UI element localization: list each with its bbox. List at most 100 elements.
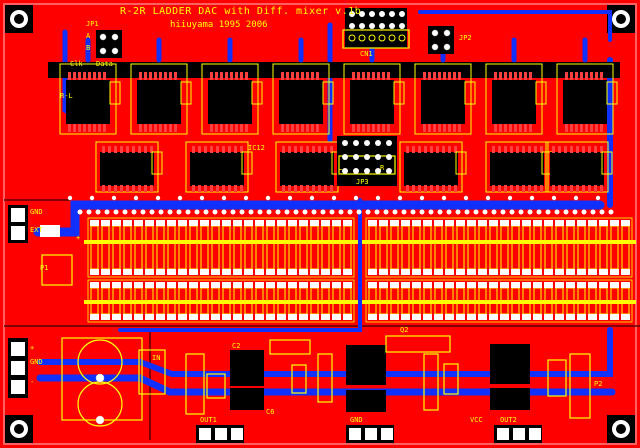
label-a: A [86,32,91,40]
decoupling-cap [455,151,467,175]
via [581,209,587,215]
via [257,209,263,215]
via [599,209,605,215]
silkscreen-text: R-2R LADDER DAC with Diff. mixer v.1b hi… [30,6,602,424]
via [149,209,155,215]
header-cn1 [342,8,410,49]
ic-top-outline [556,63,614,135]
jp3-pin [375,168,381,174]
r2r-resistor-ladder [84,217,636,323]
via [194,209,200,215]
resistor-bank-outline [87,217,355,278]
jp3-pin [364,140,370,146]
via [185,209,191,215]
via [590,209,596,215]
via [111,195,117,201]
connector-ext [8,205,73,286]
ic-top-body [137,80,181,124]
via [527,209,533,215]
label-b: B [86,44,90,52]
via [95,209,101,215]
via [284,209,290,215]
via [437,209,443,215]
via [545,209,551,215]
ic-mid-body [100,152,154,186]
header-jp2 [428,26,454,54]
cn1-pin [389,23,395,29]
output-pad [497,428,509,440]
via [133,195,139,201]
cn1-pin [359,11,365,17]
via [293,209,299,215]
decoupling-cap [464,81,476,105]
via [353,195,359,201]
analog-section [185,335,591,419]
ic-top-outline [272,63,330,135]
via [463,195,469,201]
via [500,209,506,215]
resistor-bank-outline [365,217,633,278]
connector-power [8,338,28,398]
via [104,209,110,215]
label-vcc: VCC [470,416,483,424]
ladder-rail [84,240,358,244]
via [507,195,513,201]
via [572,209,578,215]
ladder-rail [362,240,636,244]
ic-top-outline [130,63,188,135]
ic-mid-body [190,152,244,186]
label-rl: R-L [60,92,73,100]
via [155,195,161,201]
via [311,209,317,215]
label-gnd-1: GND [30,208,43,216]
via [230,209,236,215]
via-field [67,195,614,215]
via [203,209,209,215]
decoupling-cap [151,151,163,175]
via [485,195,491,201]
via [392,209,398,215]
via [158,209,164,215]
ic-top-outline [343,63,401,135]
via [248,209,254,215]
cn1-pin [388,34,396,42]
via [554,209,560,215]
via [473,209,479,215]
via [401,209,407,215]
via [529,195,535,201]
cn1-pin [349,11,355,17]
cn1-pin [379,23,385,29]
ic-top-body [208,80,252,124]
via [536,209,542,215]
jp3-pin [342,154,348,160]
via [86,209,92,215]
via [410,209,416,215]
cn1-pin [348,34,356,42]
decoupling-cap [606,81,618,105]
via [347,209,353,215]
output-pad [349,428,361,440]
cn1-pin [379,11,385,17]
board-title: R-2R LADDER DAC with Diff. mixer v.1b [120,6,361,17]
via [287,195,293,201]
cn1-pin [378,34,386,42]
via [331,195,337,201]
via [509,209,515,215]
via [375,195,381,201]
cn1-pin [389,11,395,17]
label-out2: OUT2 [500,416,517,424]
label-cn1: CN1 [360,50,373,58]
label-c2: C2 [232,342,240,350]
via [122,209,128,215]
decoupling-cap [535,81,547,105]
via [441,195,447,201]
header-jp1 [96,30,122,58]
output-pad [529,428,541,440]
via [428,209,434,215]
via [573,195,579,201]
label-ext: EXT [30,226,43,234]
via [419,195,425,201]
decoupling-cap [322,81,334,105]
board-credit: hiiuyama 1995 2006 [170,20,268,30]
